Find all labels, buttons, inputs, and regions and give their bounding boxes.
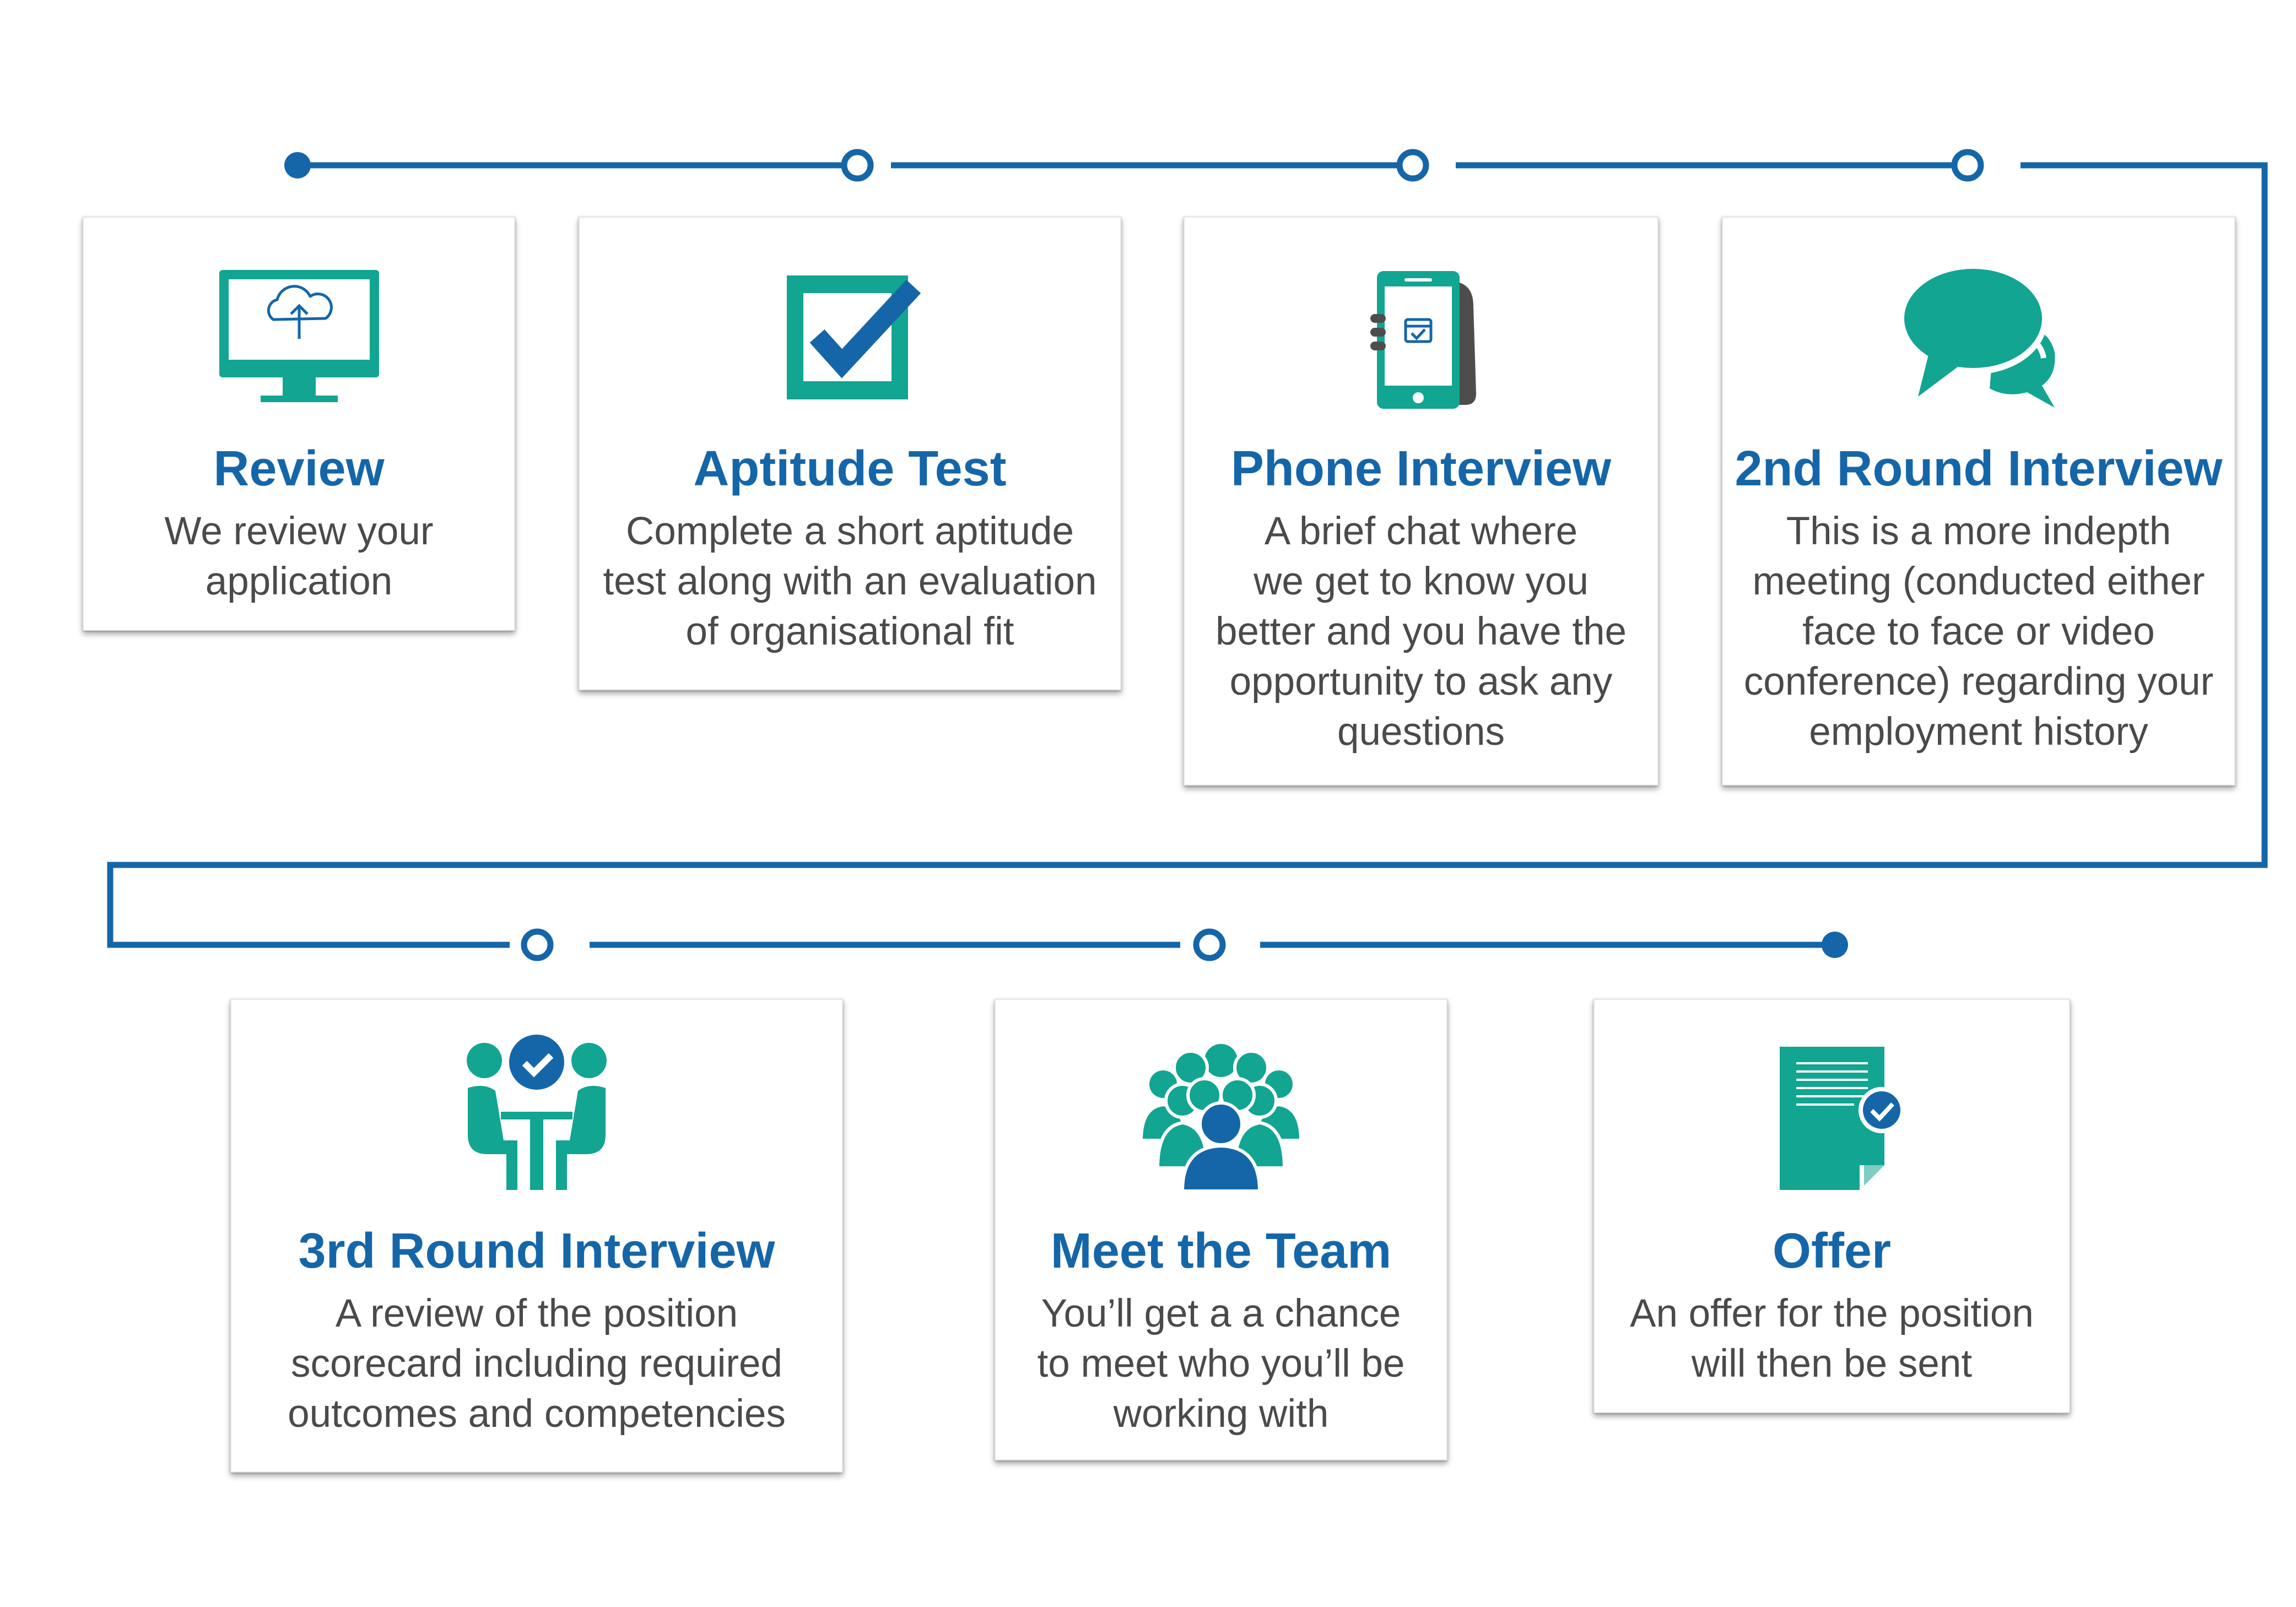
step-card-review: Review We review your application — [83, 217, 515, 631]
document-check-icon — [1749, 1030, 1915, 1195]
monitor-cloud-upload-icon — [217, 248, 382, 413]
timeline-node — [1396, 149, 1429, 182]
step-card-phone-interview: Phone Interview A brief chat where we ge… — [1184, 217, 1658, 786]
step-card-offer: Offer An offer for the position will the… — [1593, 999, 2070, 1413]
step-card-aptitude-test: Aptitude Test Complete a short aptitude … — [579, 217, 1121, 690]
team-group-icon — [1138, 1030, 1304, 1195]
step-title: 3rd Round Interview — [298, 1224, 775, 1279]
timeline-end-dot — [1822, 932, 1848, 958]
step-title: Review — [213, 441, 385, 496]
step-description: We review your application — [164, 510, 434, 603]
step-description: An offer for the position will then be s… — [1630, 1292, 2034, 1386]
step-title: Aptitude Test — [693, 441, 1007, 496]
step-card-2nd-round-interview: 2nd Round Interview This is a more indep… — [1722, 217, 2235, 786]
step-title: 2nd Round Interview — [1735, 441, 2223, 496]
step-title: Phone Interview — [1230, 441, 1612, 496]
step-description: You’ll get a a chance to meet who you’ll… — [1037, 1292, 1405, 1436]
step-description: A review of the position scorecard inclu… — [288, 1292, 786, 1436]
meeting-table-icon — [454, 1030, 619, 1195]
step-description: A brief chat where we get to know you be… — [1215, 510, 1627, 754]
step-description: This is a more indepth meeting (conducte… — [1743, 510, 2214, 754]
checkbox-checkmark-icon — [768, 248, 933, 413]
step-card-meet-the-team: Meet the Team You’ll get a a chance to m… — [995, 999, 1447, 1460]
timeline-node — [521, 928, 554, 961]
step-title: Meet the Team — [1050, 1224, 1392, 1279]
speech-bubbles-icon — [1896, 248, 2061, 413]
timeline-node — [1193, 928, 1226, 961]
step-title: Offer — [1772, 1224, 1892, 1279]
timeline-node — [1951, 149, 1984, 182]
phone-in-hand-icon — [1338, 248, 1504, 413]
step-description: Complete a short aptitude test along wit… — [603, 510, 1097, 653]
timeline-segment — [107, 162, 2268, 948]
timeline-node — [841, 149, 874, 182]
step-card-3rd-round-interview: 3rd Round Interview A review of the posi… — [230, 999, 843, 1473]
timeline-start-dot — [284, 152, 311, 178]
